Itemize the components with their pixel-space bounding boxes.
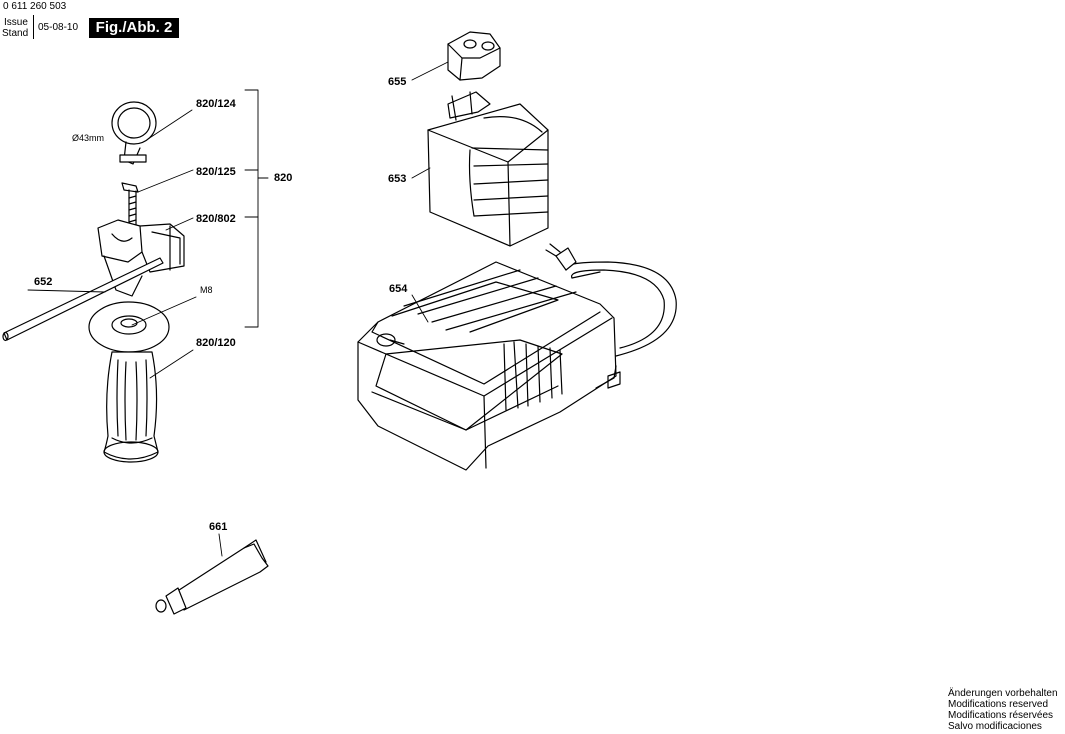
callout-661: 661 [209,521,227,533]
modification-notice: Änderungen vorbehalten Modifications res… [948,688,1058,732]
part-number: 0 611 260 503 [3,1,67,12]
callout-820-120: 820/120 [196,337,236,349]
callout-820-124: 820/124 [196,98,237,110]
callout-820: 820 [274,172,292,184]
callout-654: 654 [389,283,408,295]
issue-date: 05-08-10 [38,22,79,33]
callout-653: 653 [388,173,406,185]
handle-disc [88,301,170,353]
battery-cap [447,31,501,81]
notice-line-de: Änderungen vorbehalten [948,688,1058,699]
callout-652: 652 [34,276,52,288]
callout-820-802: 820/802 [196,213,236,225]
notice-line-es: Salvo modificaciones [948,721,1042,732]
callout-820-125: 820/125 [196,166,236,178]
diameter-label: Ø43mm [72,133,104,143]
issue-label: Issue [4,17,28,28]
figure-label: Fig./Abb. 2 [89,18,179,38]
battery-pack [427,91,549,247]
leader-line-661 [218,533,223,557]
handle-clamp-block [97,219,185,297]
stand-label: Stand [2,28,29,39]
battery-charger [357,261,621,471]
leader-lines-left [27,89,269,379]
leader-lines-right [411,61,449,323]
power-cord-and-plug [545,243,677,357]
auxiliary-handle-grip [103,351,159,463]
grease-tube [155,539,269,615]
callout-655: 655 [388,76,406,88]
hose-clamp-ring [111,101,157,165]
thread-label: M8 [200,285,213,295]
notice-line-en: Modifications reserved [948,699,1049,710]
depth-stop-rod [2,257,164,342]
issue-divider [33,15,34,39]
notice-line-fr: Modifications réservées [948,710,1054,721]
